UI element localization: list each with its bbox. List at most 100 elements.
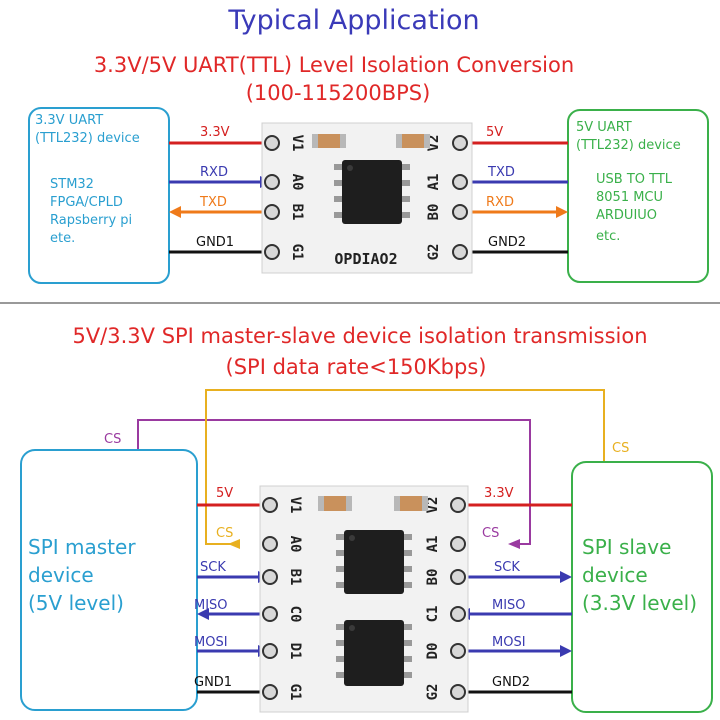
uart-arrow-rxd-right [556, 206, 568, 218]
uart-label-rxd-right: RXD [486, 195, 514, 210]
uart-right-device-body-1: USB TO TTL [596, 172, 673, 187]
spi-pin-c0: C0 [287, 606, 303, 623]
uart-left-device-body-3: Rapsberry pi [50, 213, 132, 228]
spi-pad-c0 [262, 606, 278, 622]
uart-right-device-body-2: 8051 MCU [596, 190, 663, 205]
spi-title: 5V/3.3V SPI master-slave device isolatio… [72, 324, 647, 348]
spi-pin-v2: V2 [425, 497, 441, 514]
uart-left-device-header-2: (TTL232) device [35, 131, 140, 146]
spi-arrow-sck-right [560, 571, 572, 583]
spi-pin-b0: B0 [425, 569, 441, 586]
spi-slave-line-1: SPI slave [582, 535, 671, 559]
spi-pad-a1 [450, 536, 466, 552]
spi-cs-arrow-yellow [228, 539, 240, 549]
spi-label-cs-right: CS [482, 526, 499, 541]
spi-label-3v3: 3.3V [484, 486, 514, 501]
spi-label-sck-right: SCK [494, 560, 520, 575]
spi-pin-g2: G2 [425, 684, 441, 701]
uart-pin-g1: G1 [289, 244, 305, 261]
spi-capacitor-right [394, 496, 428, 511]
spi-pad-a0 [262, 536, 278, 552]
spi-label-mosi-right: MOSI [492, 635, 526, 650]
spi-master-line-1: SPI master [28, 535, 136, 559]
uart-board-label: OPDIAO2 [334, 250, 397, 268]
spi-arrow-miso-left [197, 608, 209, 620]
spi-label-sck-left: SCK [200, 560, 226, 575]
uart-arrow-txd-left [169, 206, 181, 218]
spi-pin-c1: C1 [425, 606, 441, 623]
uart-label-txd-right: TXD [487, 165, 515, 180]
uart-left-device-box [28, 107, 170, 284]
spi-cs-loop-left-label: CS [104, 432, 121, 447]
spi-pad-v2 [450, 497, 466, 513]
uart-pin-b1: B1 [289, 204, 305, 221]
uart-isolator-chip [334, 160, 410, 224]
uart-pad-v2 [452, 135, 468, 151]
uart-label-txd-left: TXD [199, 195, 227, 210]
uart-pad-b0 [452, 204, 468, 220]
spi-cs-loop-right-label: CS [612, 441, 629, 456]
uart-right-device-header-2: (TTL232) device [576, 138, 681, 153]
uart-pad-g1 [264, 244, 280, 260]
spi-pin-v1: V1 [287, 497, 303, 514]
spi-pad-d0 [450, 643, 466, 659]
uart-right-device-header-1: 5V UART [576, 120, 632, 135]
spi-capacitor-left [318, 496, 352, 511]
spi-label-cs-left: CS [216, 526, 233, 541]
spi-label-gnd2: GND2 [492, 675, 530, 690]
uart-pin-g2: G2 [426, 244, 442, 261]
spi-master-line-2: device [28, 563, 94, 587]
uart-title: 3.3V/5V UART(TTL) Level Isolation Conver… [94, 53, 574, 77]
spi-pad-d1 [262, 643, 278, 659]
uart-pin-v1: V1 [289, 135, 305, 152]
uart-label-gnd1: GND1 [196, 235, 234, 250]
spi-label-5v: 5V [216, 486, 233, 501]
spi-isolator-chip-2 [336, 620, 412, 686]
spi-master-device-box [20, 449, 198, 711]
spi-pad-v1 [262, 497, 278, 513]
spi-pad-b1 [262, 569, 278, 585]
spi-pad-c1 [450, 606, 466, 622]
uart-pin-a0: A0 [289, 174, 305, 191]
uart-left-device-body-4: ete. [50, 231, 75, 246]
spi-master-line-3: (5V level) [28, 591, 124, 615]
main-title: Typical Application [227, 5, 479, 36]
spi-slave-line-2: device [582, 563, 648, 587]
spi-pin-b1: B1 [287, 569, 303, 586]
spi-cs-loop-yellow [205, 389, 605, 545]
uart-pad-g2 [452, 244, 468, 260]
spi-pin-d0: D0 [425, 643, 441, 660]
spi-subtitle: (SPI data rate<150Kbps) [226, 355, 487, 379]
spi-pad-g1 [262, 684, 278, 700]
uart-right-device-box [567, 109, 709, 283]
uart-label-5v: 5V [486, 125, 503, 140]
uart-section: 3.3V UART (TTL232) device STM32 FPGA/CPL… [28, 107, 709, 284]
spi-pin-a0: A0 [287, 536, 303, 553]
spi-pin-d1: D1 [287, 643, 303, 660]
uart-pad-b1 [264, 204, 280, 220]
spi-label-miso-left: MISO [194, 598, 228, 613]
spi-slave-device-box [571, 461, 713, 713]
uart-right-device-body-4: etc. [596, 229, 620, 244]
uart-left-device-body-2: FPGA/CPLD [50, 195, 123, 210]
spi-pad-b0 [450, 569, 466, 585]
uart-pad-v1 [264, 135, 280, 151]
uart-pin-a1: A1 [426, 174, 442, 191]
spi-section: CS CS SPI master device (5V level) SPI s… [20, 389, 713, 713]
spi-label-mosi-left: MOSI [194, 635, 228, 650]
uart-capacitor-left [312, 134, 346, 148]
spi-pad-g2 [450, 684, 466, 700]
uart-label-rxd-left: RXD [200, 165, 228, 180]
uart-capacitor-right [396, 134, 430, 148]
spi-arrow-mosi-right [560, 645, 572, 657]
uart-subtitle: (100-115200BPS) [246, 81, 431, 105]
uart-pad-a1 [452, 174, 468, 190]
spi-module-board: V1 A0 B1 C0 D1 G1 V2 A1 B0 C1 D0 G2 [259, 485, 469, 713]
uart-left-device-body-1: STM32 [50, 177, 94, 192]
uart-pin-b0: B0 [426, 204, 442, 221]
uart-right-device-body-3: ARDUIUO [596, 208, 657, 223]
spi-isolator-chip-1 [336, 530, 412, 594]
spi-cs-arrow-purple [508, 539, 520, 549]
uart-label-3v3: 3.3V [200, 125, 230, 140]
